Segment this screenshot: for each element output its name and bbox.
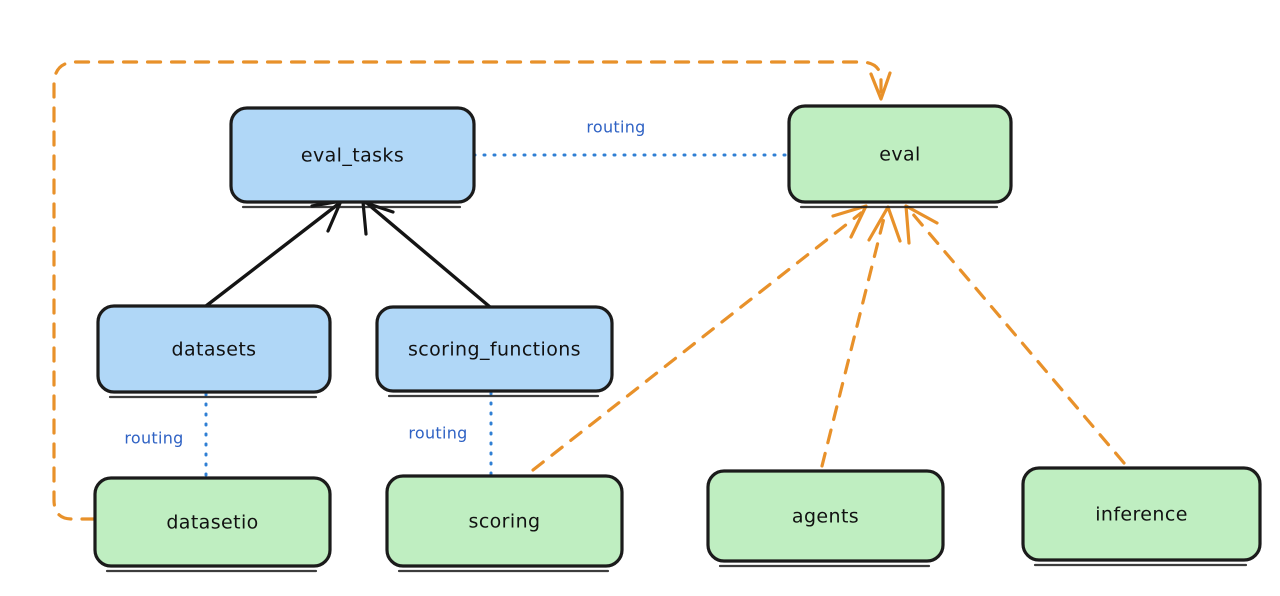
- edge-label-group: routing routing routing: [124, 118, 645, 448]
- node-datasets[interactable]: datasets: [96, 304, 332, 399]
- edge-label-routing-eval_tasks-eval: routing: [586, 118, 645, 137]
- node-label: agents: [792, 506, 859, 528]
- node-box[interactable]: [787, 104, 1013, 204]
- node-box[interactable]: [385, 474, 624, 568]
- node-label: scoring: [469, 511, 541, 533]
- edge-scoring_functions-eval_tasks: [361, 200, 492, 309]
- node-eval[interactable]: eval: [787, 104, 1013, 209]
- edge-label-routing-datasets-datasetio: routing: [124, 429, 183, 448]
- node-box[interactable]: [375, 305, 614, 393]
- node-eval_tasks[interactable]: eval_tasks: [229, 106, 476, 209]
- node-label: inference: [1095, 504, 1188, 526]
- node-box[interactable]: [229, 106, 476, 204]
- node-box[interactable]: [96, 304, 332, 394]
- node-box[interactable]: [1021, 466, 1262, 562]
- node-box[interactable]: [706, 469, 945, 563]
- edge-group-routing: [204, 153, 791, 479]
- edge-datasetio-eval: [52, 60, 892, 521]
- node-label: scoring_functions: [408, 339, 581, 361]
- edge-group-composition: [204, 199, 492, 309]
- node-group: eval_tasks eval datasets scoring_functionsd…: [93, 104, 1262, 573]
- node-box[interactable]: [93, 476, 332, 568]
- node-datasetio[interactable]: datasetio: [93, 476, 332, 573]
- edge-datasets-eval_tasks: [204, 199, 343, 308]
- node-label: datasets: [172, 339, 257, 361]
- node-agents[interactable]: agents: [706, 469, 945, 568]
- edge-agents-eval: [820, 205, 902, 468]
- node-inference[interactable]: inference: [1021, 466, 1262, 567]
- node-label: datasetio: [166, 512, 258, 534]
- node-scoring[interactable]: scoring: [385, 474, 624, 573]
- edge-inference-eval: [904, 204, 1126, 465]
- node-label: eval: [879, 144, 920, 166]
- edge-label-routing-scoring_funcs-scoring: routing: [408, 424, 467, 443]
- node-scoring_functions[interactable]: scoring_functions: [375, 305, 614, 398]
- node-label: eval_tasks: [301, 145, 404, 167]
